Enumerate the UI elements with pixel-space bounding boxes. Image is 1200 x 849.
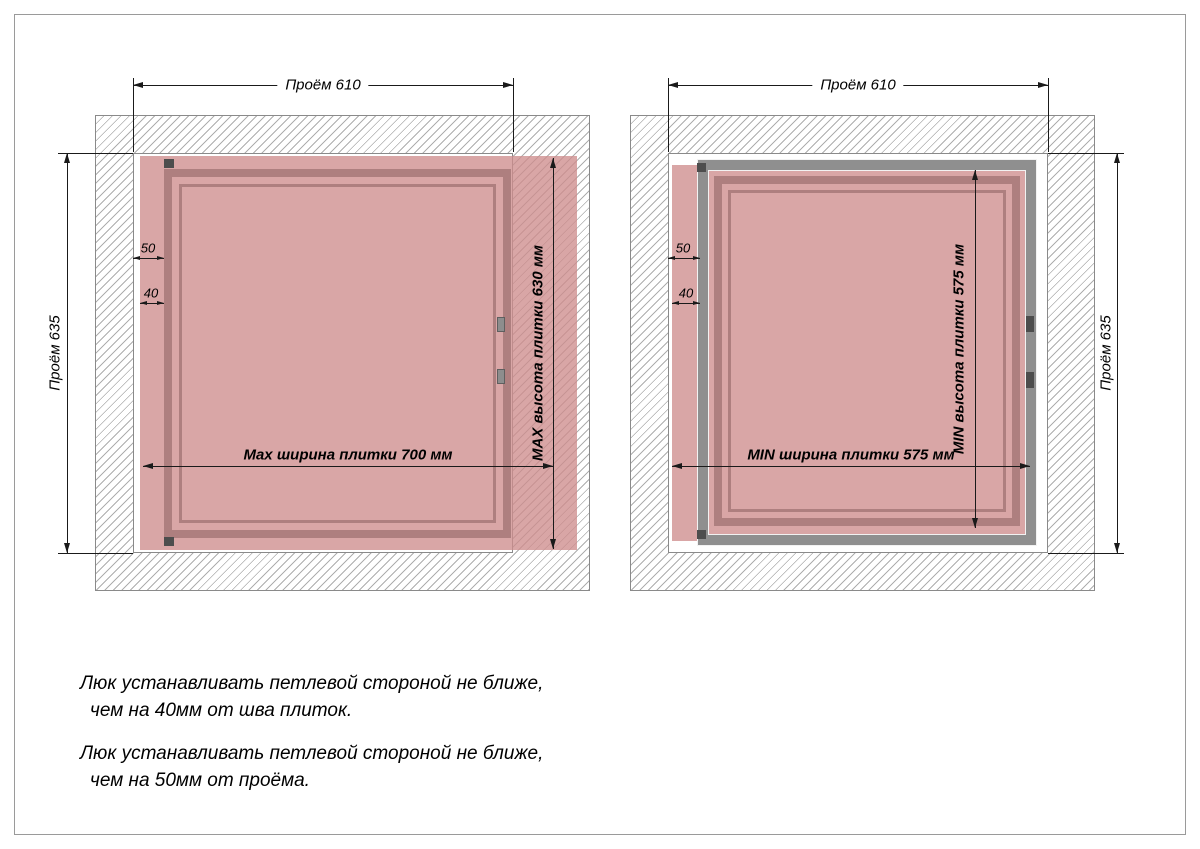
dim-label-offset-50-right: 50 (675, 240, 691, 256)
arrowhead-right-icon (1038, 82, 1048, 88)
dim-label-offset-40-left: 40 (143, 285, 159, 301)
dim-label-opening-width-left: Проём 610 (277, 76, 369, 94)
dim-label-opening-width-right: Проём 610 (812, 76, 904, 94)
hinge-icon (164, 537, 174, 546)
arrowhead-up-icon (550, 158, 556, 168)
extension-line (1048, 78, 1049, 152)
arrowhead-right-icon (157, 301, 164, 305)
arrowhead-up-icon (972, 170, 978, 180)
arrowhead-down-icon (550, 539, 556, 549)
arrowhead-up-icon (1114, 153, 1120, 163)
extension-line (1048, 553, 1124, 554)
arrowhead-down-icon (64, 543, 70, 553)
dimension-line (672, 303, 700, 304)
extension-line (133, 78, 134, 152)
latch-icon (497, 369, 505, 384)
hatch-frame-right (714, 176, 1020, 526)
dim-label-offset-50-left: 50 (140, 240, 156, 256)
dim-label-opening-height-right: Проём 635 (1097, 315, 1115, 391)
latch-icon (1026, 316, 1034, 332)
dimension-line (67, 153, 68, 553)
arrowhead-right-icon (693, 301, 700, 305)
arrowhead-left-icon (133, 82, 143, 88)
dimension-line (668, 258, 700, 259)
arrowhead-down-icon (972, 518, 978, 528)
hinge-icon (164, 159, 174, 168)
hinge-icon (697, 163, 706, 172)
hatch-inner-line-right (728, 190, 1006, 512)
dimension-line (140, 303, 164, 304)
extension-line (513, 78, 514, 152)
hatch-metal-frame-right (698, 160, 1036, 545)
arrowhead-right-icon (1020, 463, 1030, 469)
extension-line (668, 78, 669, 152)
latch-icon (497, 317, 505, 332)
dimension-line (133, 258, 164, 259)
arrowhead-right-icon (503, 82, 513, 88)
dim-label-opening-height-left: Проём 635 (46, 315, 64, 391)
hatch-frame-left (164, 169, 511, 538)
dimension-line (672, 466, 1030, 467)
arrowhead-right-icon (693, 256, 700, 260)
dimension-line (553, 158, 554, 549)
arrowhead-up-icon (64, 153, 70, 163)
dimension-line (1117, 153, 1118, 553)
note-1-line-1: Люк устанавливать петлевой стороной не б… (80, 673, 544, 694)
extension-line (58, 553, 133, 554)
hatch-inner-line-left (179, 184, 496, 523)
dim-label-max-tile-height: MAX высота плитки 630 мм (529, 244, 547, 462)
extension-line (58, 153, 133, 154)
arrowhead-right-icon (543, 463, 553, 469)
dim-label-min-tile-height: MIN высота плитки 575 мм (950, 243, 968, 455)
note-2-line-1: Люк устанавливать петлевой стороной не б… (80, 743, 544, 764)
dimension-line (975, 170, 976, 528)
arrowhead-left-icon (672, 301, 679, 305)
tile-right (672, 165, 1032, 541)
note-1-line-2: чем на 40мм от шва плиток. (90, 700, 353, 721)
dim-label-min-tile-width: MIN ширина плитки 575 мм (747, 446, 955, 464)
page-border (14, 14, 1186, 835)
hinge-icon (697, 530, 706, 539)
arrowhead-left-icon (668, 256, 675, 260)
note-2-line-2: чем на 50мм от проёма. (90, 770, 310, 791)
arrowhead-down-icon (1114, 543, 1120, 553)
latch-icon (1026, 372, 1034, 388)
arrowhead-left-icon (133, 256, 140, 260)
arrowhead-right-icon (157, 256, 164, 260)
dim-label-max-tile-width: Max ширина плитки 700 мм (243, 446, 453, 464)
dim-label-offset-40-right: 40 (678, 285, 694, 301)
arrowhead-left-icon (140, 301, 147, 305)
arrowhead-left-icon (668, 82, 678, 88)
arrowhead-left-icon (672, 463, 682, 469)
extension-line (1048, 153, 1124, 154)
arrowhead-left-icon (143, 463, 153, 469)
dimension-line (143, 466, 553, 467)
